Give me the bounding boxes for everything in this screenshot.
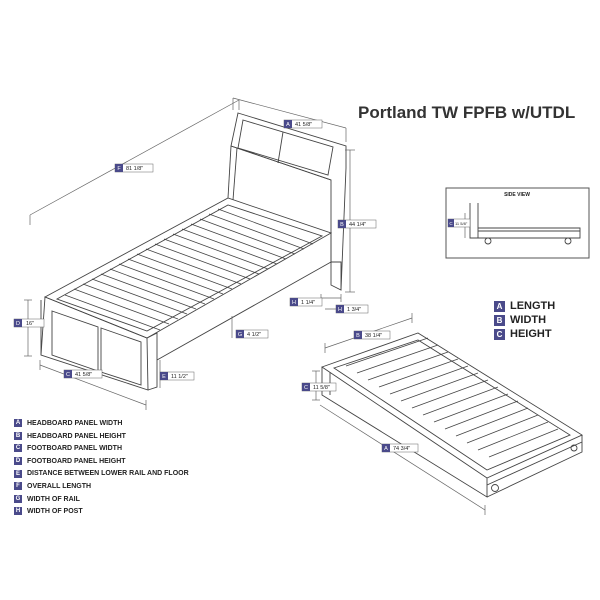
svg-text:41 5/8": 41 5/8" xyxy=(75,372,92,378)
svg-text:C: C xyxy=(449,221,453,226)
part-legend-item: F OVERALL LENGTH xyxy=(14,481,189,494)
dimension-lines xyxy=(24,97,355,410)
part-legend-item: E DISTANCE BETWEEN LOWER RAIL AND FLOOR xyxy=(14,468,189,481)
side-view-panel xyxy=(445,187,590,259)
legend-key-box: A xyxy=(14,419,22,428)
svg-text:16": 16" xyxy=(26,321,34,327)
legend-key-box: B xyxy=(494,314,505,326)
callout-trundle-height: C 11 5/8" xyxy=(301,382,337,392)
bed-slats xyxy=(64,208,314,331)
legend-key-box: G xyxy=(14,494,22,503)
part-legend-item: H WIDTH OF POST xyxy=(14,506,189,519)
svg-text:A: A xyxy=(286,122,290,128)
svg-text:38 1/4": 38 1/4" xyxy=(365,333,382,339)
svg-text:81 1/8": 81 1/8" xyxy=(126,166,143,172)
legend-item-label: FOOTBOARD PANEL HEIGHT xyxy=(27,457,126,465)
legend-key-box: C xyxy=(494,328,505,340)
legend-item-label: WIDTH OF RAIL xyxy=(27,495,80,503)
legend-key-box: B xyxy=(14,431,22,440)
callout-overall-length: F 81 1/8" xyxy=(114,163,154,173)
svg-text:11 5/8": 11 5/8" xyxy=(455,221,468,226)
trundle-dimension-lines xyxy=(312,313,486,515)
svg-text:74 3/4": 74 3/4" xyxy=(393,446,410,452)
svg-text:11 1/2": 11 1/2" xyxy=(171,374,188,380)
page-title: Portland TW FPFB w/UTDL xyxy=(358,103,576,122)
trundle-slats xyxy=(345,337,559,458)
legend-item-label: HEADBOARD PANEL HEIGHT xyxy=(27,432,126,440)
part-legend-item: C FOOTBOARD PANEL WIDTH xyxy=(14,443,189,456)
callout-floor-clearance: E 11 1/2" xyxy=(159,371,195,381)
svg-text:H: H xyxy=(338,307,342,313)
part-legend: A HEADBOARD PANEL WIDTH B HEADBOARD PANEL … xyxy=(14,418,189,519)
part-legend-item: A HEADBOARD PANEL WIDTH xyxy=(14,418,189,431)
callout-footboard-height: D 16" xyxy=(13,318,45,328)
part-legend-item: B HEADBOARD PANEL HEIGHT xyxy=(14,431,189,444)
legend-key-label: HEIGHT xyxy=(510,328,552,340)
svg-text:F: F xyxy=(117,166,121,172)
svg-text:C: C xyxy=(304,385,308,391)
svg-text:D: D xyxy=(16,321,20,327)
callout-trundle-length: A 74 3/4" xyxy=(381,443,419,453)
callout-footboard-width: C 41 5/8" xyxy=(63,369,103,379)
dimension-legend-length: A LENGTH xyxy=(494,300,555,312)
svg-text:1 1/4": 1 1/4" xyxy=(301,300,315,306)
legend-item-label: DISTANCE BETWEEN LOWER RAIL AND FLOOR xyxy=(27,470,189,478)
part-legend-item: G WIDTH OF RAIL xyxy=(14,494,189,507)
callout-post-width-a: H 1 1/4" xyxy=(289,297,323,307)
svg-text:A: A xyxy=(384,446,388,452)
svg-text:G: G xyxy=(238,332,242,338)
legend-key-box: C xyxy=(14,444,22,453)
legend-item-label: WIDTH OF POST xyxy=(27,508,83,516)
part-legend-item: D FOOTBOARD PANEL HEIGHT xyxy=(14,456,189,469)
legend-key-label: LENGTH xyxy=(510,300,556,312)
legend-key-box: F xyxy=(14,482,22,491)
svg-text:44 1/4": 44 1/4" xyxy=(349,222,366,228)
legend-key-box: H xyxy=(14,507,22,516)
callout-rail-width: G 4 1/2" xyxy=(235,329,269,339)
svg-text:4 1/2": 4 1/2" xyxy=(247,332,261,338)
legend-key-box: D xyxy=(14,456,22,465)
svg-text:C: C xyxy=(66,372,70,378)
svg-text:1 3/4": 1 3/4" xyxy=(347,307,361,313)
callout-post-width-b: H 1 3/4" xyxy=(335,304,369,314)
bed-frame xyxy=(40,112,347,391)
svg-text:B: B xyxy=(340,222,344,228)
svg-text:B: B xyxy=(356,333,360,339)
legend-item-label: HEADBOARD PANEL WIDTH xyxy=(27,420,123,427)
side-view-label: SIDE VIEW xyxy=(504,192,530,198)
legend-item-label: FOOTBOARD PANEL WIDTH xyxy=(27,445,123,453)
callout-headboard-height: B 44 1/4" xyxy=(337,219,377,229)
svg-text:41 5/8": 41 5/8" xyxy=(295,122,312,128)
callout-headboard-width: A 41 5/8" xyxy=(283,119,323,129)
callout-trundle-width: B 38 1/4" xyxy=(353,330,391,340)
legend-item-label: OVERALL LENGTH xyxy=(27,482,92,490)
legend-key-box: E xyxy=(14,469,22,478)
svg-text:11 5/8": 11 5/8" xyxy=(313,385,330,391)
svg-text:E: E xyxy=(162,374,166,380)
legend-key-label: WIDTH xyxy=(510,314,547,326)
svg-text:H: H xyxy=(292,300,296,306)
legend-key-box: A xyxy=(494,300,505,312)
dimension-legend-width: B WIDTH xyxy=(494,314,546,326)
dimension-legend-height: C HEIGHT xyxy=(494,328,552,340)
